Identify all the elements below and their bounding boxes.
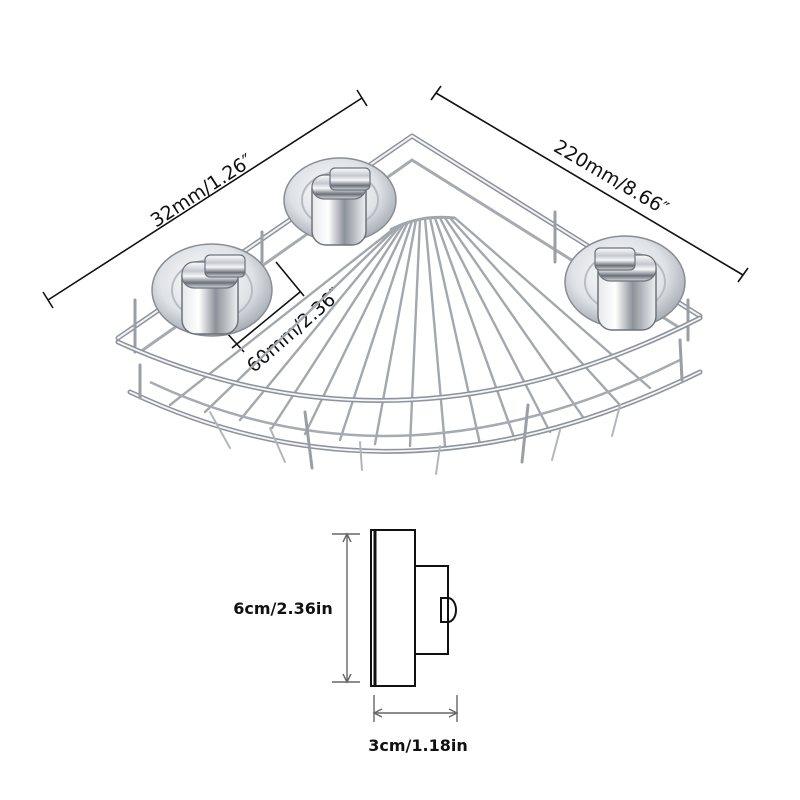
suction-cup-middle [283, 157, 397, 246]
suction-cup-side-view: 6cm/2.36in 3cm/1.18in [233, 529, 468, 755]
shelf-front-rail-lower [127, 369, 703, 454]
edge-length-label: 220mm/8.66″ [550, 136, 672, 220]
height-label: 6cm/2.36in [233, 599, 332, 618]
side-view-knob-cap [440, 597, 457, 623]
suction-cup-right [564, 235, 686, 331]
suction-cup-left [151, 243, 273, 337]
depth-label: 3cm/1.18in [368, 736, 467, 755]
side-length-label: 32mm/1.26″ [147, 150, 257, 232]
side-view-knob [414, 565, 449, 655]
side-view-disk [370, 529, 416, 687]
depth-dimension: 3cm/1.18in [368, 695, 468, 755]
height-dimension: 6cm/2.36in [233, 532, 360, 684]
